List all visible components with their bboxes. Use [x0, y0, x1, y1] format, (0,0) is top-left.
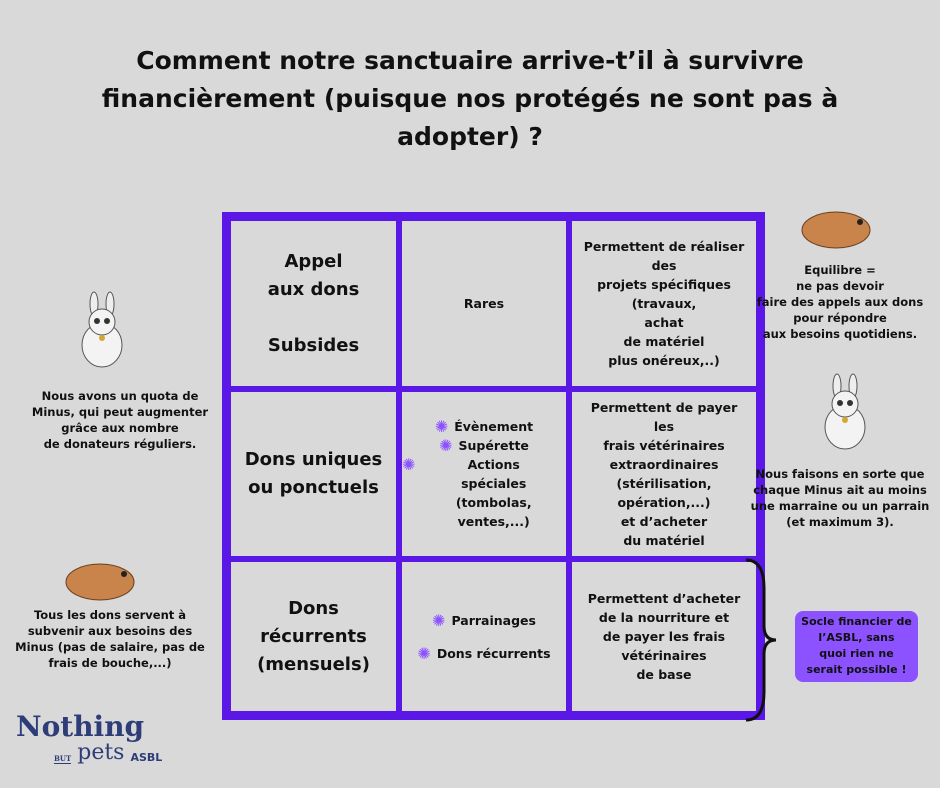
financial-base-callout: Socle financier de l’ASBL, sans quoi rie… [795, 611, 918, 682]
star-bullet-icon: ✺ [417, 643, 431, 663]
left-note-quota: Nous avons un quota de Minus, qui peut a… [31, 389, 209, 451]
logo-but: BUT [54, 754, 72, 764]
row-right-recurring: Permettent d’acheter de la nourriture et… [569, 559, 759, 714]
row-header-appeal: Appel aux dons Subsides [228, 218, 399, 389]
rabbit-illustration [81, 291, 123, 368]
right-brace-icon [745, 558, 777, 722]
guinea-pig-illustration [65, 563, 135, 601]
right-note-sponsor: Nous faisons en sorte que chaque Minus a… [750, 467, 930, 529]
row-right-appeal: Permettent de réaliser des projets spéci… [569, 218, 759, 389]
item-text: Parrainages [451, 612, 536, 628]
row-middle-unique: ✺Évènement ✺Supérette ✺Actions spéciales… [399, 389, 569, 559]
row-right-unique: Permettent de payer les frais vétérinair… [569, 389, 759, 559]
guinea-pig-illustration [801, 211, 871, 249]
logo-name: Nothing [16, 710, 145, 743]
nothing-but-pets-logo: Nothing BUT pets ASBL [16, 712, 162, 764]
star-bullet-icon: ✺ [439, 436, 453, 455]
item-text: Dons récurrents [436, 645, 551, 661]
logo-pets: pets [77, 740, 125, 765]
funding-grid: Appel aux dons Subsides Rares Permettent… [222, 212, 765, 720]
row-header-unique: Dons uniques ou ponctuels [228, 389, 399, 559]
item-text: Supérette [458, 438, 529, 453]
row-header-recurring: Dons récurrents (mensuels) [228, 559, 399, 714]
rabbit-illustration [824, 373, 866, 450]
logo-asbl: ASBL [130, 751, 163, 764]
item-text: Rares [463, 296, 505, 311]
row-middle-appeal: Rares [399, 218, 569, 389]
right-note-balance: Equilibre = ne pas devoir faire des appe… [756, 263, 924, 341]
item-text: Actions spéciales (tombolas, ventes,...) [455, 457, 532, 529]
left-note-donations: Tous les dons servent à subvenir aux bes… [15, 608, 205, 670]
star-bullet-icon: ✺ [432, 610, 446, 630]
star-bullet-icon: ✺ [434, 417, 449, 436]
star-bullet-icon: ✺ [402, 455, 416, 474]
item-text: Évènement [454, 419, 534, 434]
row-middle-recurring: ✺ Parrainages ✺ Dons récurrents [399, 559, 569, 714]
page-title: Comment notre sanctuaire arrive-t’il à s… [101, 46, 839, 151]
